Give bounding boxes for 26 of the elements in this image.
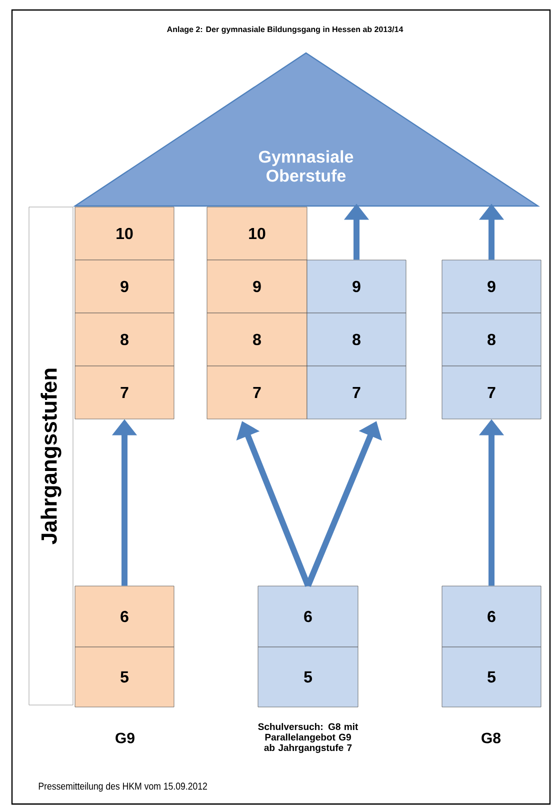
grade-box: 9 bbox=[306, 260, 406, 314]
column-label: G9 bbox=[116, 732, 134, 744]
grade-box: 7 bbox=[442, 366, 542, 420]
grade-box: 7 bbox=[306, 366, 406, 420]
grade-box: 7 bbox=[206, 366, 308, 420]
grade-box: 9 bbox=[442, 260, 542, 314]
grade-box: 6 bbox=[442, 586, 542, 648]
grade-box: 9 bbox=[74, 260, 174, 314]
note: Schulversuch: G8 mit Parallelangebot G9 ab Jahrgangstufe 7 bbox=[258, 723, 358, 753]
grade-box: 10 bbox=[206, 206, 308, 260]
grade-box: 6 bbox=[74, 586, 174, 648]
title: Anlage 2: Der gymnasiale Bildungsgang in Hessen ab 2013/14 bbox=[167, 26, 404, 34]
source-note: Pressemitteilung des HKM vom 15.09.2012 bbox=[38, 782, 207, 792]
column-label: G8 bbox=[482, 732, 501, 744]
vertical-label-box: Jahrgangsstufen bbox=[28, 206, 74, 706]
grade-box: 8 bbox=[206, 312, 308, 366]
grade-box: 5 bbox=[258, 646, 358, 708]
grade-box: 8 bbox=[306, 312, 406, 366]
grade-box: 8 bbox=[74, 312, 174, 366]
grade-box: 7 bbox=[74, 366, 174, 420]
grade-box: 5 bbox=[74, 646, 174, 708]
grade-box: 5 bbox=[442, 646, 542, 708]
grade-box: 6 bbox=[258, 586, 358, 648]
grade-box: 8 bbox=[442, 312, 542, 366]
grade-box: 10 bbox=[74, 206, 174, 260]
grade-box: 9 bbox=[206, 260, 308, 314]
